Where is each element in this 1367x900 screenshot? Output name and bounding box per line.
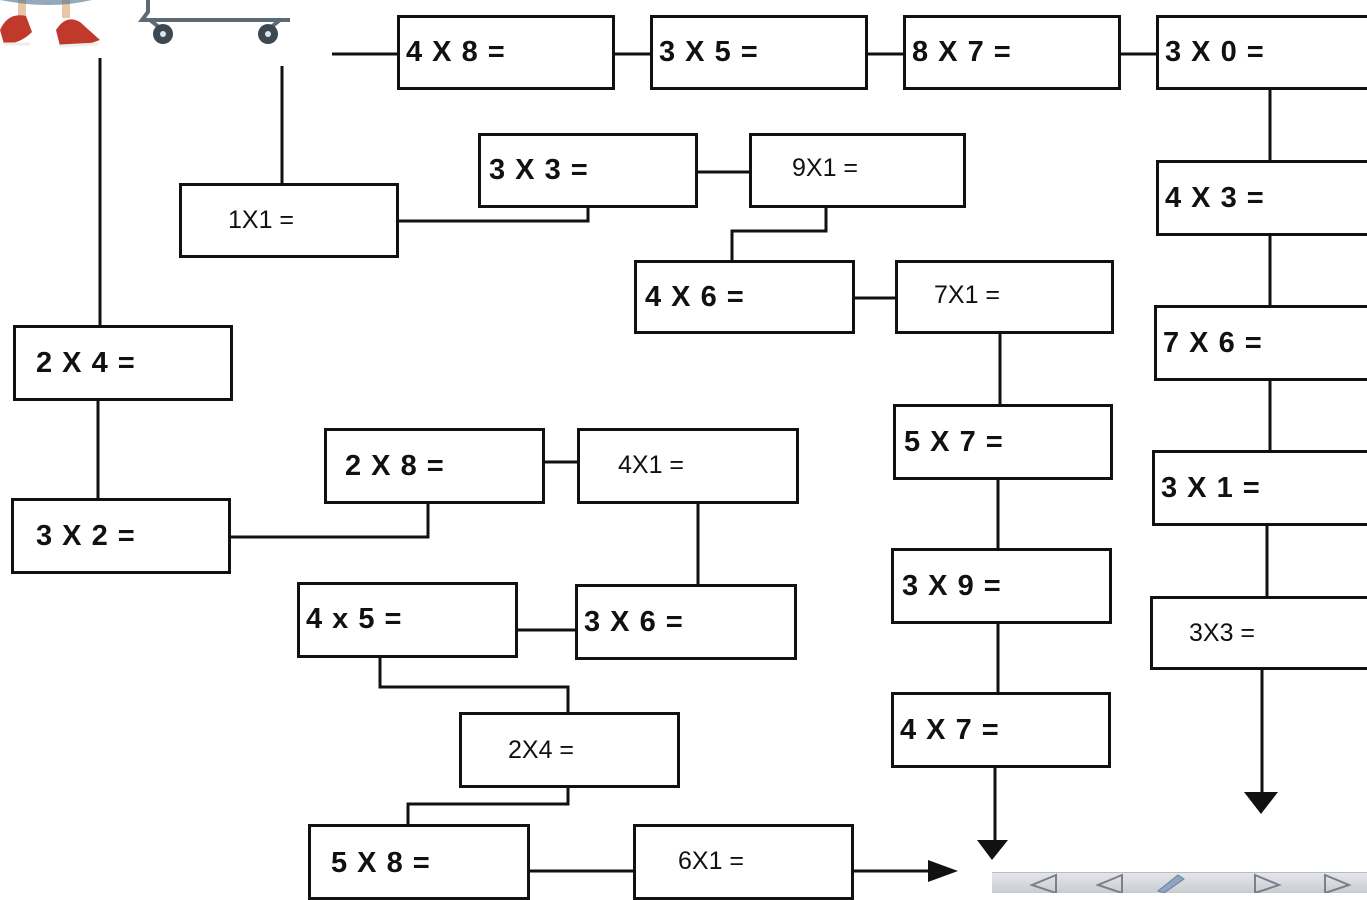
problem-box[interactable]: 3 X 5 =	[650, 15, 868, 90]
problem-box[interactable]: 7 X 6 =	[1154, 305, 1367, 381]
problem-label: 4 X 7 =	[900, 713, 1000, 746]
problem-box[interactable]: 4 X 8 =	[397, 15, 615, 90]
problem-box[interactable]: 3 X 3 =	[478, 133, 698, 208]
problem-box[interactable]: 6X1 =	[633, 824, 854, 900]
problem-label: 2 X 8 =	[345, 449, 445, 482]
problem-box[interactable]: 3 X 9 =	[891, 548, 1112, 624]
problem-box[interactable]: 9X1 =	[749, 133, 966, 208]
back-arrow-icon[interactable]	[1092, 873, 1132, 895]
problem-label: 3 X 5 =	[659, 36, 759, 68]
problem-label: 5 X 8 =	[331, 847, 431, 879]
problem-label: 4 X 3 =	[1165, 181, 1265, 214]
problem-box[interactable]: 4 x 5 =	[297, 582, 518, 658]
problem-box[interactable]: 7X1 =	[895, 260, 1114, 334]
arrow-down-right	[1244, 792, 1278, 814]
problem-box[interactable]: 8 X 7 =	[903, 15, 1121, 90]
problem-box[interactable]: 1X1 =	[179, 183, 399, 258]
character-with-cart-icon	[0, 0, 290, 48]
problem-label: 4X1 =	[618, 451, 685, 479]
problem-box[interactable]: 5 X 7 =	[893, 404, 1113, 480]
problem-label: 6X1 =	[678, 847, 745, 875]
problem-box[interactable]: 3 X 6 =	[575, 584, 797, 660]
problem-label: 1X1 =	[228, 206, 295, 234]
problem-box[interactable]: 3X3 =	[1150, 596, 1367, 670]
problem-label: 3 X 3 =	[489, 154, 589, 186]
problem-label: 9X1 =	[792, 154, 859, 182]
problem-label: 3 X 2 =	[36, 519, 136, 552]
arrow-right-bottom	[928, 860, 958, 882]
cart-wheels	[153, 24, 278, 44]
problem-box[interactable]: 3 X 2 =	[11, 498, 231, 574]
shopping-cart-icon	[138, 0, 290, 30]
problem-label: 4 X 6 =	[645, 280, 745, 313]
problem-label: 5 X 7 =	[904, 425, 1004, 458]
pen-icon[interactable]	[1152, 873, 1192, 894]
problem-box[interactable]: 2 X 8 =	[324, 428, 545, 504]
problem-label: 2 X 4 =	[36, 346, 136, 379]
problem-label: 8 X 7 =	[912, 36, 1012, 68]
girl-feet-icon	[0, 0, 100, 48]
problem-label: 3 X 9 =	[902, 569, 1002, 602]
problem-box[interactable]: 2 X 4 =	[13, 325, 233, 401]
problem-box[interactable]: 4 X 6 =	[634, 260, 855, 334]
problem-box[interactable]: 4X1 =	[577, 428, 799, 504]
problem-box[interactable]: 5 X 8 =	[308, 824, 530, 900]
problem-label: 3 X 0 =	[1165, 36, 1265, 68]
problem-label: 3 X 6 =	[584, 605, 684, 638]
problem-box[interactable]: 4 X 7 =	[891, 692, 1111, 768]
problem-label: 2X4 =	[508, 735, 575, 764]
problem-box[interactable]: 2X4 =	[459, 712, 680, 788]
problem-label: 3X3 =	[1189, 618, 1256, 647]
next-arrow-icon[interactable]	[1317, 873, 1357, 895]
problem-box[interactable]: 3 X 1 =	[1152, 450, 1367, 526]
forward-arrow-icon[interactable]	[1247, 873, 1287, 895]
problem-label: 7 X 6 =	[1163, 326, 1263, 359]
problem-label: 7X1 =	[934, 281, 1001, 309]
arrow-down-mid	[977, 840, 1008, 860]
slide-nav-bar	[992, 872, 1367, 895]
problem-label: 3 X 1 =	[1161, 471, 1261, 504]
problem-box[interactable]: 4 X 3 =	[1156, 160, 1367, 236]
problem-label: 4 X 8 =	[406, 36, 506, 68]
problem-box[interactable]: 3 X 0 =	[1156, 15, 1367, 90]
problem-label: 4 x 5 =	[306, 603, 403, 635]
prev-arrow-icon[interactable]	[1022, 873, 1062, 895]
